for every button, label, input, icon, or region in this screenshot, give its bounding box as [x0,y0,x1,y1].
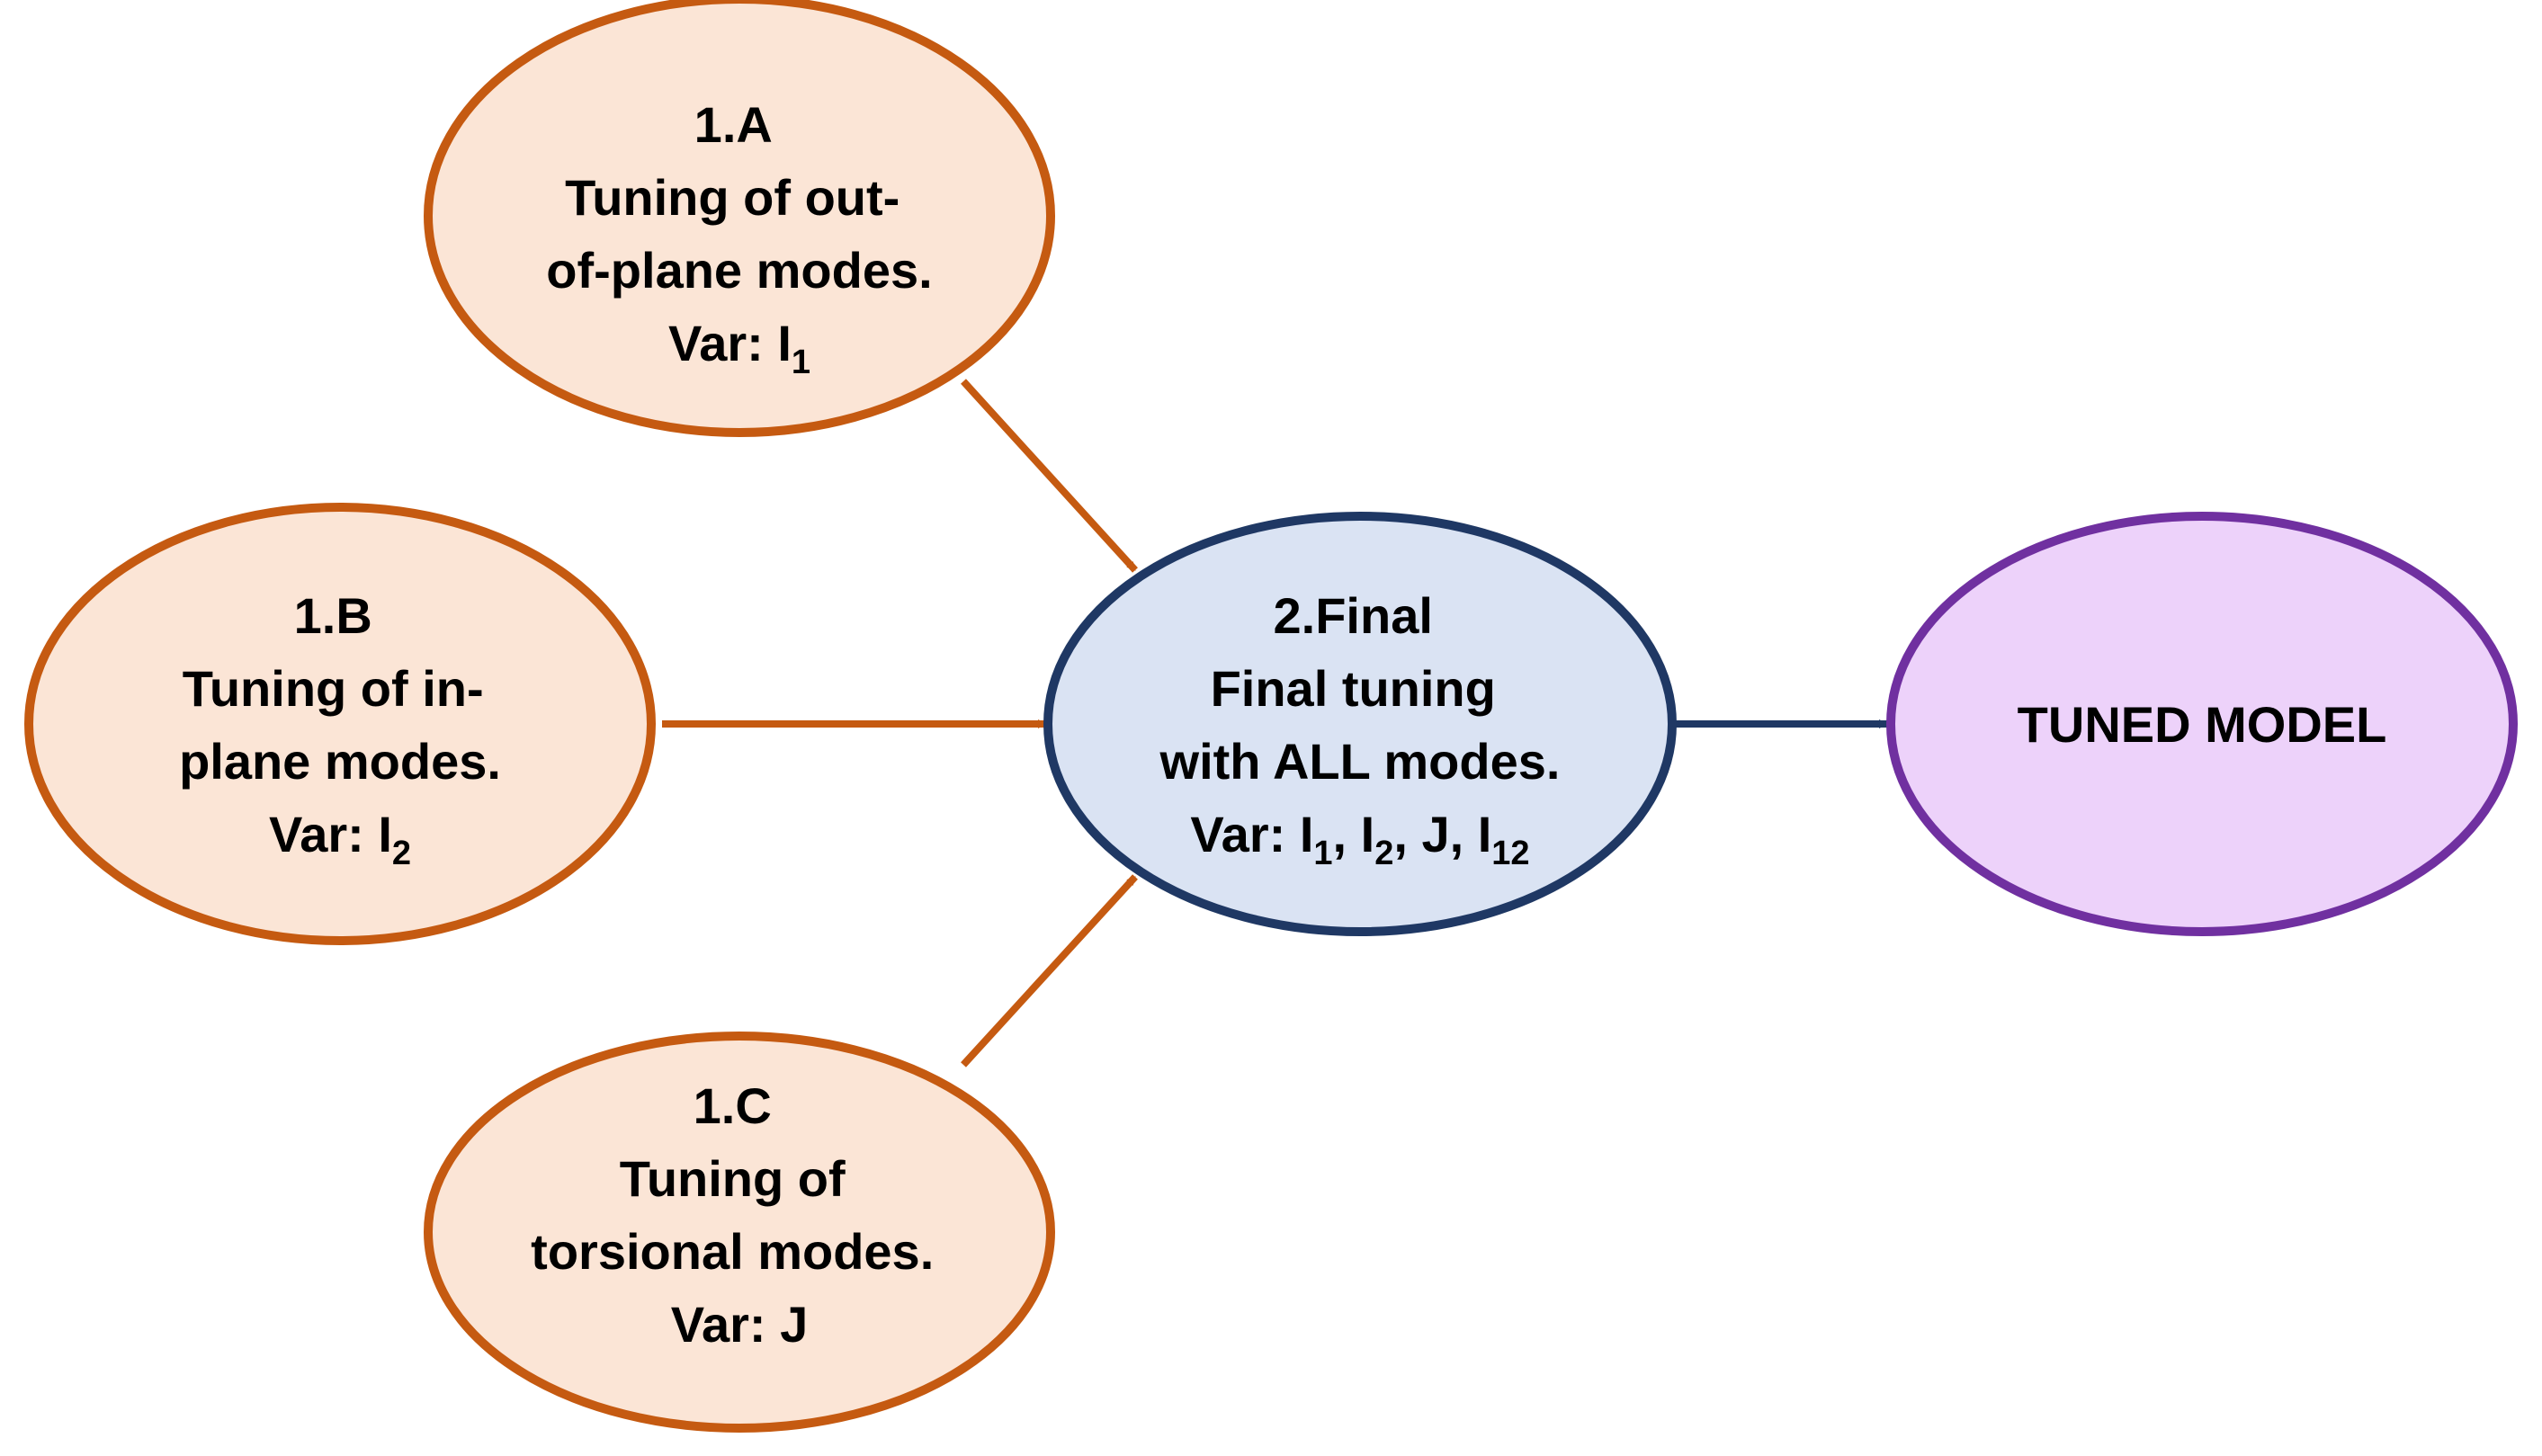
node-final-text: 2.Final Final tuning with ALL modes. [1159,587,1561,790]
node-1c-line2: torsional modes. [531,1223,934,1280]
node-1a-var: Var: I1 [668,315,810,381]
node-1a-line2: of-plane modes. [546,242,932,299]
node-1b-id: 1.B [294,587,372,644]
node-1c-text: 1.C Tuning of torsional modes. Var: J [531,1077,948,1353]
node-final-sep1: , I [1333,806,1375,862]
node-1a-var-label: Var: I [668,315,792,371]
node-tuned-label: TUNED MODEL [2018,696,2387,753]
node-1a-id: 1.A [694,96,772,153]
node-1b-line2: plane modes. [179,733,501,790]
arrow-1c-to-final [961,874,1138,1067]
node-final-sub3: 12 [1491,835,1529,872]
node-final-id: 2.Final [1274,587,1433,644]
node-1a-shape [424,0,1055,437]
node-1c-line1: Tuning of [620,1150,846,1207]
node-final-var-prefix: Var: I [1190,806,1313,862]
node-1b-var-sub: 2 [392,835,411,872]
node-1a-var-sub: 1 [792,344,810,381]
node-1b-shape [24,503,656,945]
node-1c: 1.C Tuning of torsional modes. Var: J [424,1032,1055,1433]
node-final-sep2: , J, I [1393,806,1491,862]
node-final-shape [1043,512,1677,936]
node-1c-shape [424,1032,1055,1433]
node-1a: 1.A Tuning of out- of-plane modes. Var: … [424,0,1055,437]
node-final-line2: with ALL modes. [1159,733,1561,790]
node-final-line1: Final tuning [1211,660,1496,717]
node-1b: 1.B Tuning of in- plane modes. Var: I2 [24,503,656,945]
node-final-var: Var: I1, I2, J, I12 [1190,806,1529,872]
node-1b-text: 1.B Tuning of in- plane modes. [179,587,501,790]
node-1b-line1: Tuning of in- [183,660,484,717]
node-1a-text: 1.A Tuning of out- of-plane modes. [546,96,932,299]
node-final-sub1: 1 [1313,835,1332,872]
node-1c-var: Var: J [671,1296,809,1353]
arrow-1a-to-final [961,379,1138,573]
node-1c-id: 1.C [694,1077,772,1134]
node-1b-var-label: Var: I [269,806,392,862]
node-1a-line1: Tuning of out- [565,169,900,226]
node-1b-var: Var: I2 [269,806,411,872]
node-final-sub2: 2 [1374,835,1393,872]
node-final: 2.Final Final tuning with ALL modes. Var… [1043,512,1677,936]
node-tuned-shape [1886,512,2518,936]
node-tuned-model: TUNED MODEL [1886,512,2518,936]
